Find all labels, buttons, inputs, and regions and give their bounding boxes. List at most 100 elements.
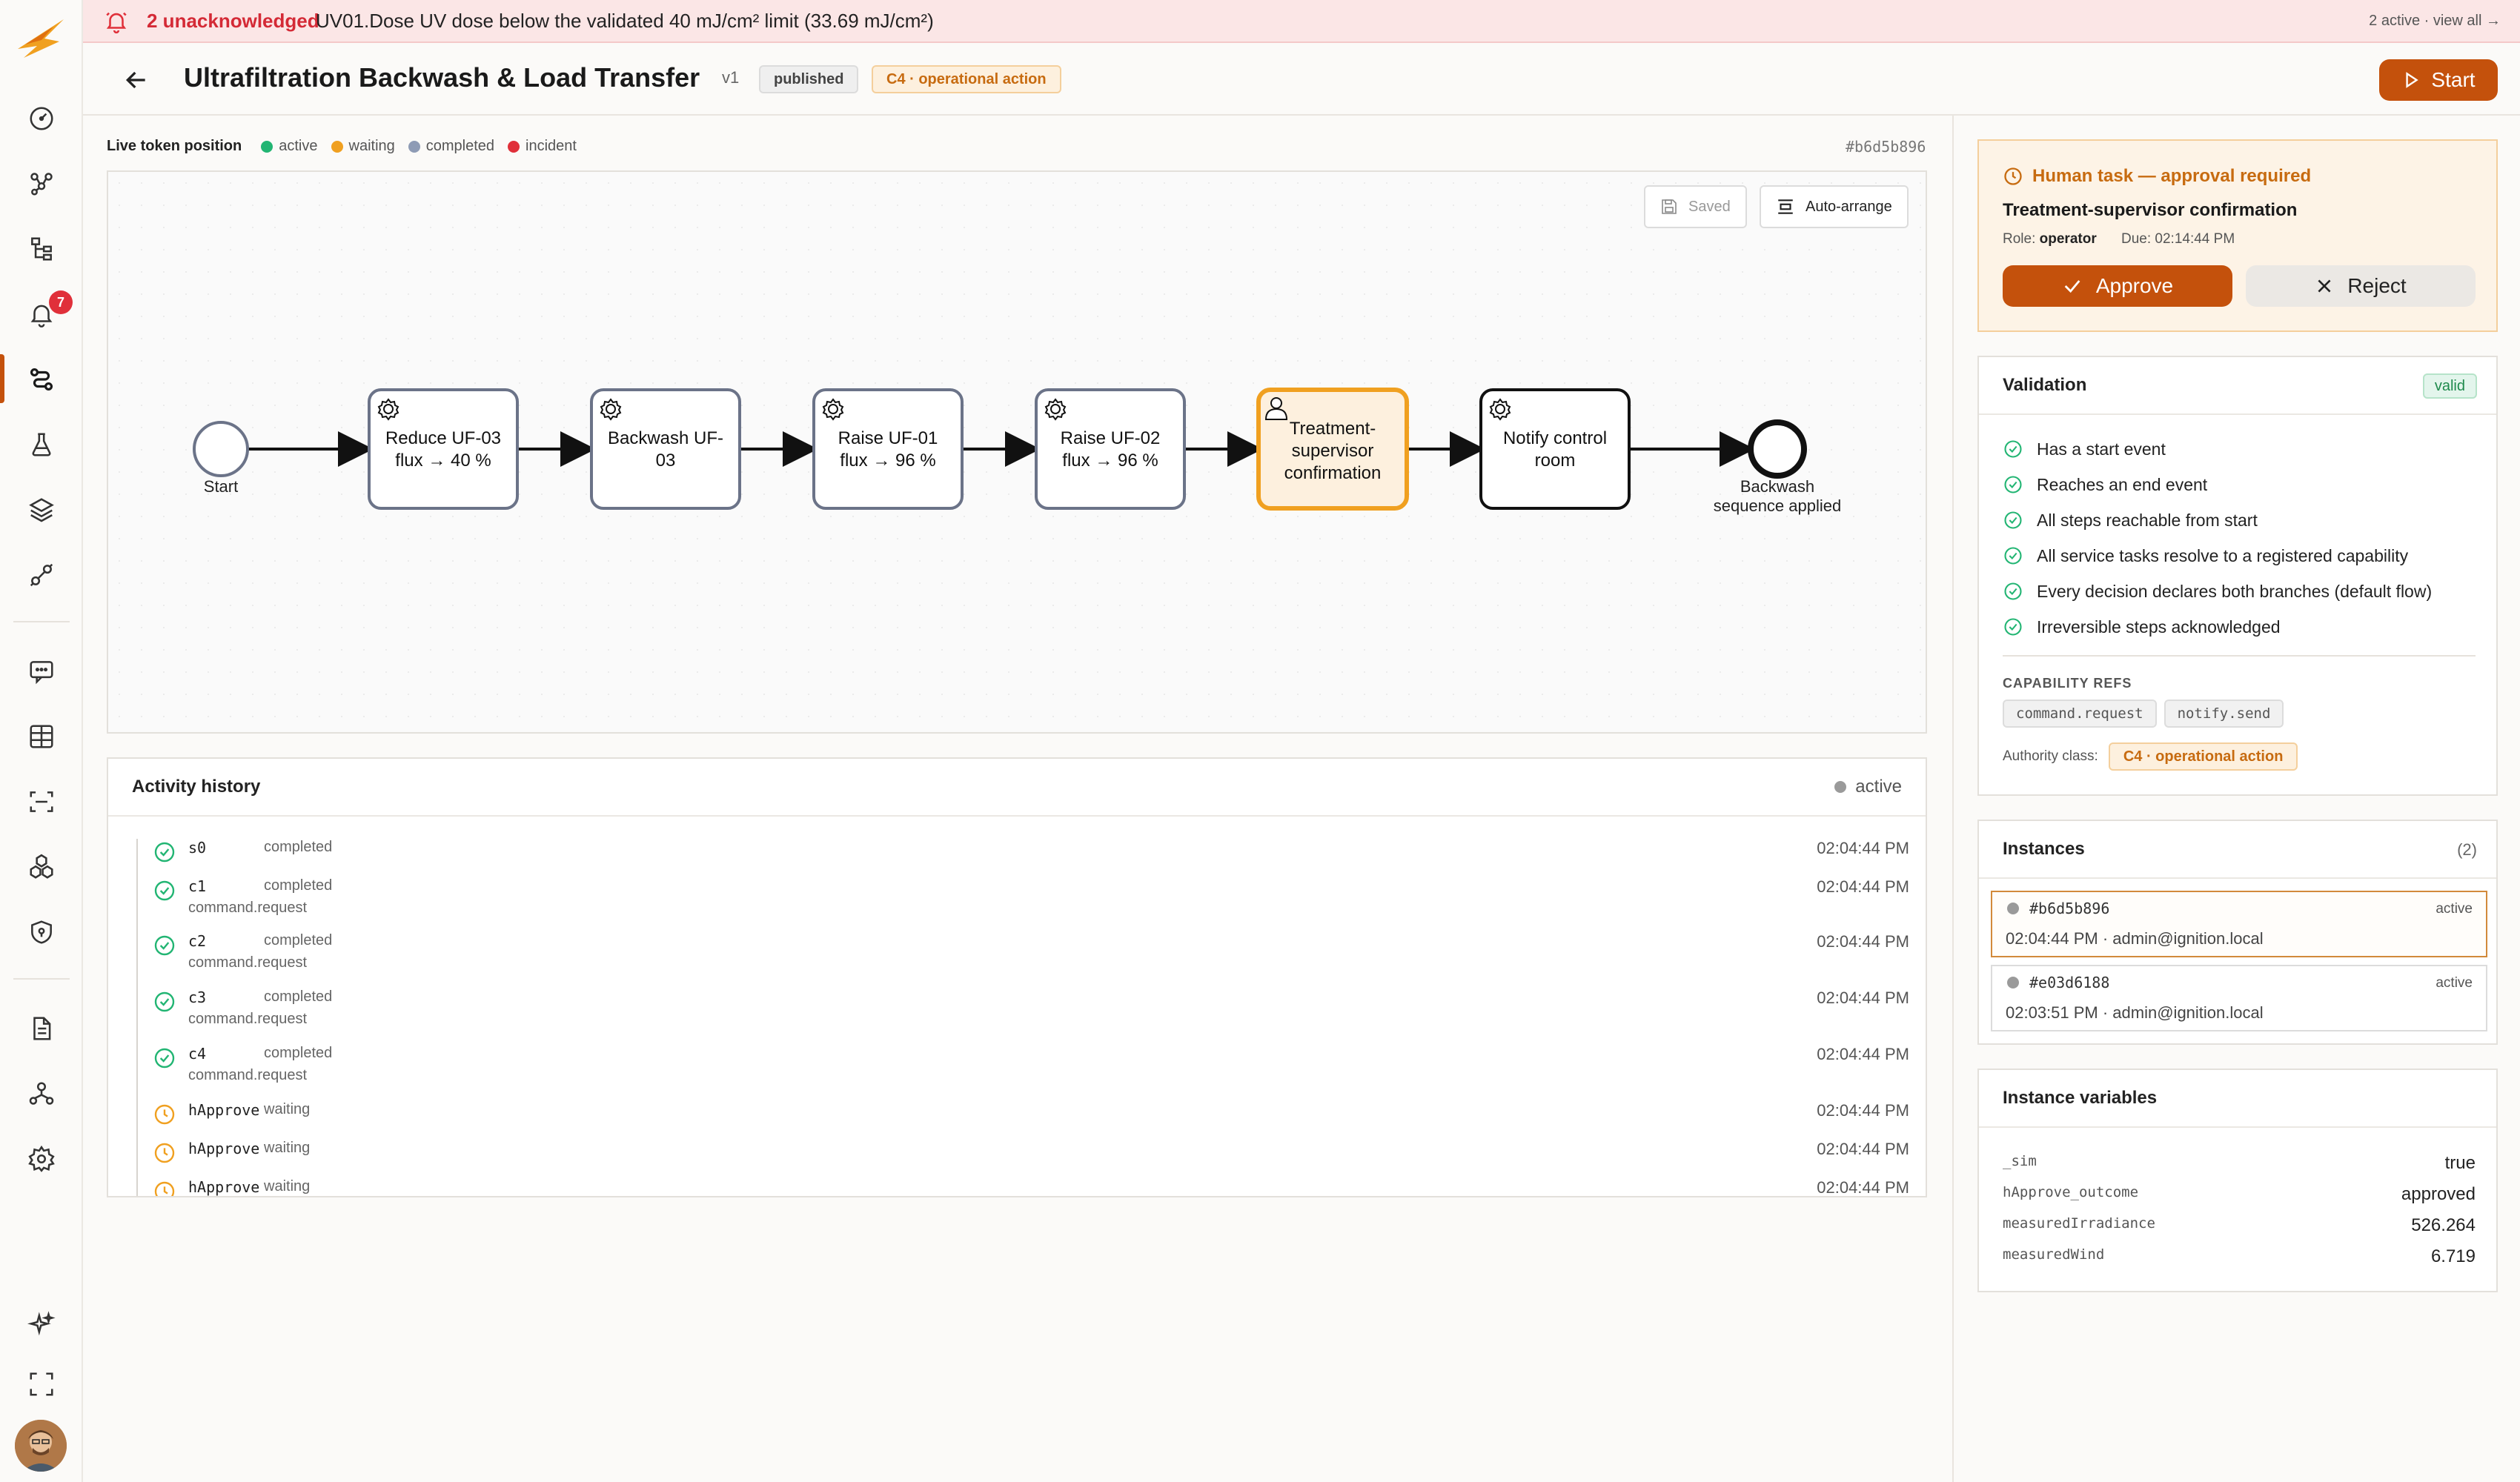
shield-icon[interactable] [25, 916, 58, 948]
hierarchy-icon[interactable] [25, 233, 58, 265]
alarms-bell-icon[interactable] [25, 298, 58, 330]
user-avatar[interactable] [15, 1420, 67, 1472]
app-logo-icon[interactable] [15, 16, 68, 61]
history-step-time: 02:04:44 PM [1817, 839, 1909, 857]
waiting-clock-icon [153, 1180, 176, 1196]
validation-check: Reaches an end event [2003, 474, 2207, 495]
waiting-clock-icon [153, 1103, 176, 1126]
instance-variables-title: Instance variables [2003, 1088, 2158, 1108]
workflow-icon[interactable] [25, 363, 58, 396]
svg-text:Treatment-: Treatment- [1290, 419, 1376, 439]
nav-rail: 7 [0, 0, 83, 1482]
chat-icon[interactable] [25, 655, 58, 688]
validation-title: Validation [2003, 375, 2087, 395]
version-label: v1 [722, 68, 740, 87]
grid-icon[interactable] [25, 720, 58, 753]
validation-check: Irreversible steps acknowledged [2003, 617, 2281, 637]
history-step-time: 02:04:44 PM [1817, 988, 1909, 1007]
start-event-label: Start [204, 477, 238, 496]
workflow-diagram: Start Reduce UF-03 flux → 40 % Backwash … [193, 388, 1841, 515]
variable-key: measuredWind [2003, 1246, 2105, 1263]
reject-button[interactable]: Reject [2246, 265, 2476, 307]
history-step-status: waiting [264, 1101, 311, 1117]
task-reduce-uf03[interactable]: Reduce UF-03 flux → 40 % [368, 388, 519, 510]
saved-button[interactable]: Saved [1644, 185, 1747, 228]
waiting-clock-icon [153, 1141, 176, 1165]
history-status: active [1834, 777, 1902, 797]
end-event[interactable] [1748, 419, 1807, 479]
view-all-alarms-link[interactable]: 2 active · view all → [2369, 13, 2501, 29]
unacknowledged-count: 2 unacknowledged [147, 10, 319, 32]
org-icon[interactable] [25, 1077, 58, 1110]
page-header: Ultrafiltration Backwash & Load Transfer… [83, 43, 2520, 116]
page-title: Ultrafiltration Backwash & Load Transfer [184, 62, 700, 93]
save-icon [1662, 199, 1677, 214]
layers-icon[interactable] [25, 494, 58, 526]
history-step-status: completed [264, 839, 333, 855]
instance-item[interactable]: #b6d5b896 active 02:04:44 PM · admin@ign… [1991, 891, 2487, 957]
capability-refs-label: CAPABILITY REFS [2003, 676, 2132, 691]
completed-check-icon [153, 1046, 176, 1070]
history-step-name: c3 [188, 988, 207, 1006]
validation-check: Every decision declares both branches (d… [2003, 581, 2432, 602]
history-step-capability: command.request [188, 900, 308, 916]
fullscreen-icon[interactable] [25, 1368, 58, 1400]
play-icon [2406, 72, 2419, 88]
alarm-count-badge: 7 [49, 290, 73, 314]
validation-check: All steps reachable from start [2003, 510, 2258, 531]
start-event[interactable] [193, 421, 249, 477]
clock-icon [2004, 167, 2022, 185]
lab-flask-icon[interactable] [25, 428, 58, 461]
alarm-banner[interactable]: 2 unacknowledged UV01.Dose UV dose below… [83, 0, 2520, 43]
instance-item[interactable]: #e03d6188 active 02:03:51 PM · admin@ign… [1991, 965, 2487, 1031]
svg-text:flux → 96 %: flux → 96 % [840, 451, 935, 471]
validation-check: All service tasks resolve to a registere… [2003, 545, 2408, 566]
capability-ref: notify.send [2163, 700, 2284, 728]
dashboard-icon[interactable] [25, 102, 58, 135]
human-task-meta: Role: operator Due: 02:14:44 PM [2003, 231, 2235, 247]
history-step-name: hApprove [188, 1140, 260, 1157]
svg-text:flux → 40 %: flux → 40 % [395, 451, 491, 471]
connector-plug-icon[interactable] [25, 559, 58, 591]
history-step-time: 02:04:44 PM [1817, 1101, 1909, 1120]
variable-key: _sim [2003, 1153, 2037, 1169]
task-raise-uf01[interactable]: Raise UF-01 flux → 96 % [812, 388, 964, 510]
settings-gear-icon[interactable] [25, 1143, 58, 1175]
variable-value: true [2444, 1153, 2476, 1173]
right-panel: Human task — approval required Treatment… [1952, 116, 2520, 1482]
nav-separator [13, 621, 70, 622]
task-notify-control-room[interactable]: Notify control room [1479, 388, 1631, 510]
task-raise-uf02[interactable]: Raise UF-02 flux → 96 % [1035, 388, 1186, 510]
task-backwash-uf03[interactable]: Backwash UF- 03 [590, 388, 741, 510]
approve-button[interactable]: Approve [2003, 265, 2232, 307]
instance-id-label: #b6d5b896 [1846, 138, 1926, 156]
history-step-time: 02:04:44 PM [1817, 877, 1909, 896]
variable-value: 526.264 [2411, 1215, 2476, 1235]
svg-text:flux → 96 %: flux → 96 % [1062, 451, 1158, 471]
legend-waiting: waiting [331, 138, 395, 155]
back-arrow-icon[interactable] [122, 65, 151, 95]
document-icon[interactable] [25, 1012, 58, 1045]
auto-arrange-button[interactable]: Auto-arrange [1760, 185, 1909, 228]
check-circle-icon [2003, 617, 2023, 637]
start-button[interactable]: Start [2379, 59, 2498, 101]
task-supervisor-confirmation[interactable]: Treatment- supervisor confirmation [1256, 388, 1409, 511]
svg-text:Notify control: Notify control [1503, 428, 1607, 448]
valid-badge: valid [2422, 373, 2477, 399]
scan-icon[interactable] [25, 785, 58, 818]
history-step-time: 02:04:44 PM [1817, 932, 1909, 951]
workflow-canvas[interactable]: Saved Auto-arrange Start R [107, 170, 1927, 734]
graph-icon[interactable] [25, 167, 58, 200]
check-circle-icon [2003, 545, 2023, 566]
sparkle-icon[interactable] [25, 1309, 58, 1341]
history-step-time: 02:04:44 PM [1817, 1045, 1909, 1063]
cubes-icon[interactable] [25, 851, 58, 883]
svg-text:Backwash UF-: Backwash UF- [608, 428, 723, 448]
svg-text:supervisor: supervisor [1292, 441, 1374, 461]
history-step-name: c4 [188, 1045, 207, 1063]
